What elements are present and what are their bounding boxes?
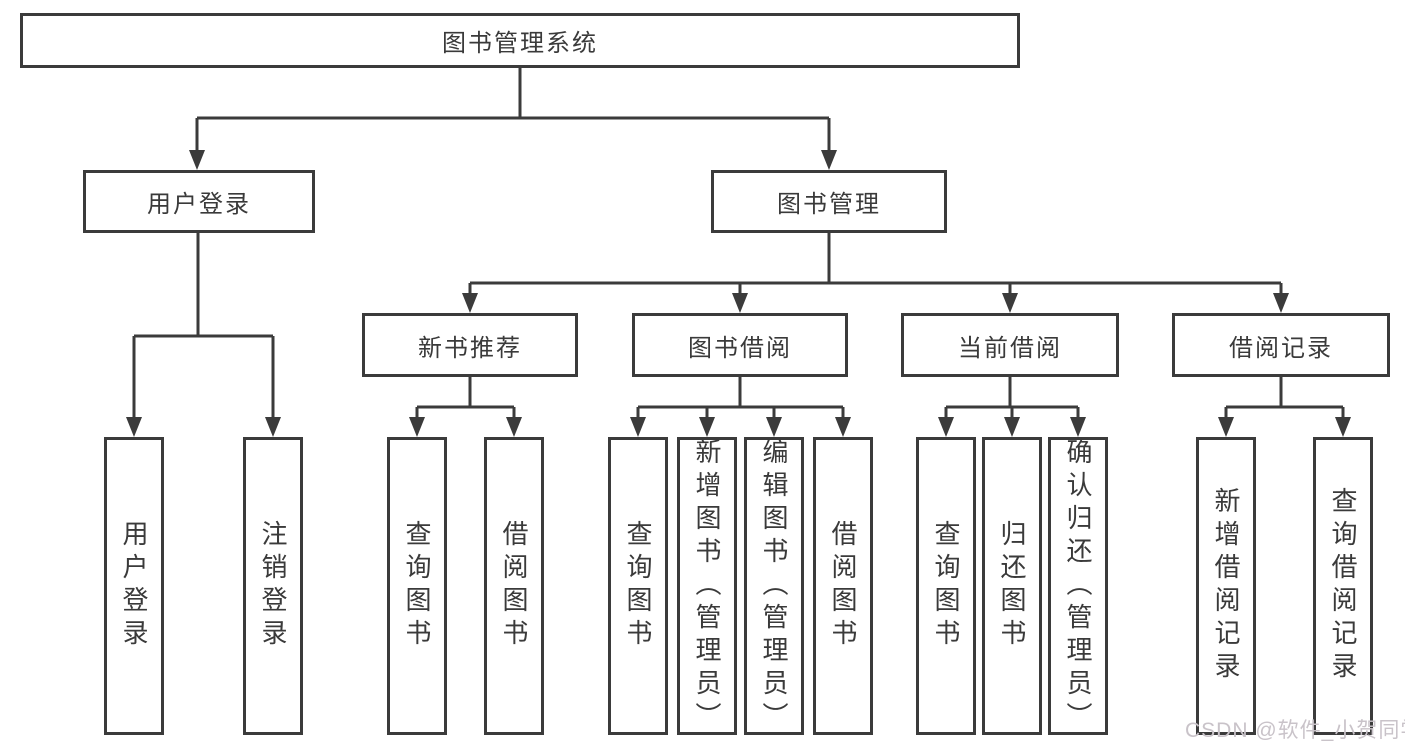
leaf-edit-books-admin-label: 编辑图书（管理员） (759, 437, 789, 735)
node-new-book-recommend: 新书推荐 (362, 313, 578, 377)
node-book-management-label: 图书管理 (777, 191, 881, 218)
node-current-borrow-label: 当前借阅 (958, 334, 1062, 362)
node-book-borrow: 图书借阅 (632, 313, 848, 377)
node-library-system: 图书管理系统 (20, 13, 1020, 68)
leaf-current-query-books: 查询图书 (916, 437, 976, 735)
node-book-management: 图书管理 (711, 170, 947, 233)
leaf-borrow-books: 借阅图书 (813, 437, 873, 735)
node-current-borrow: 当前借阅 (901, 313, 1119, 377)
leaf-return-books-label: 归还图书 (997, 520, 1027, 652)
leaf-newbooks-borrow-books-label: 借阅图书 (499, 520, 529, 652)
csdn-watermark: CSDN @软件_小贺同学 (1185, 719, 1405, 742)
leaf-query-borrow-record-label: 查询借阅记录 (1328, 487, 1358, 685)
leaf-logout: 注销登录 (243, 437, 303, 735)
leaf-confirm-return-admin-label: 确认归还（管理员） (1063, 437, 1093, 735)
node-book-borrow-label: 图书借阅 (688, 334, 792, 362)
leaf-add-books-admin-label: 新增图书（管理员） (692, 437, 722, 735)
leaf-user-login-label: 用户登录 (119, 520, 149, 652)
leaf-newbooks-query-books: 查询图书 (387, 437, 447, 735)
leaf-add-borrow-record: 新增借阅记录 (1196, 437, 1256, 735)
leaf-return-books: 归还图书 (982, 437, 1042, 735)
leaf-borrow-query-books-label: 查询图书 (623, 520, 653, 652)
leaf-confirm-return-admin: 确认归还（管理员） (1048, 437, 1108, 735)
leaf-newbooks-query-books-label: 查询图书 (402, 520, 432, 652)
node-user-login: 用户登录 (83, 170, 315, 233)
leaf-borrow-query-books: 查询图书 (608, 437, 668, 735)
node-new-book-recommend-label: 新书推荐 (418, 334, 522, 362)
node-borrow-records-label: 借阅记录 (1229, 334, 1333, 362)
leaf-add-borrow-record-label: 新增借阅记录 (1211, 487, 1241, 685)
leaf-newbooks-borrow-books: 借阅图书 (484, 437, 544, 735)
node-borrow-records: 借阅记录 (1172, 313, 1390, 377)
node-user-login-label: 用户登录 (147, 191, 251, 218)
leaf-current-query-books-label: 查询图书 (931, 520, 961, 652)
node-library-system-label: 图书管理系统 (442, 30, 598, 57)
leaf-borrow-books-label: 借阅图书 (828, 520, 858, 652)
leaf-query-borrow-record: 查询借阅记录 (1313, 437, 1373, 735)
leaf-add-books-admin: 新增图书（管理员） (677, 437, 737, 735)
leaf-user-login: 用户登录 (104, 437, 164, 735)
leaf-edit-books-admin: 编辑图书（管理员） (744, 437, 804, 735)
arrowheads (126, 150, 1351, 437)
leaf-logout-label: 注销登录 (258, 520, 288, 652)
